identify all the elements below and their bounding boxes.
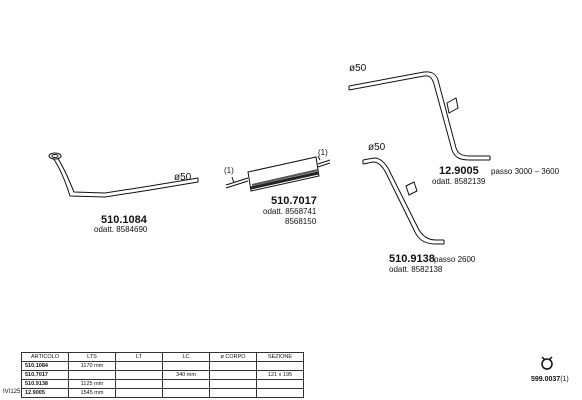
table-row: 12.9005 1545 mm — [21, 388, 304, 398]
muffler-marker-right: (1) — [318, 148, 328, 157]
part-code-510-7017: 510.7017 — [271, 195, 317, 207]
cell-lt — [115, 361, 163, 371]
col-header-sezione: SEZIONE — [256, 352, 304, 362]
cell-corpo — [209, 388, 257, 398]
cell-lc: 340 mm — [162, 370, 210, 380]
pipe-510-1084-diameter: ø50 — [174, 172, 192, 183]
pipe-12-9005-diameter: ø50 — [349, 63, 367, 74]
cell-corpo — [209, 361, 257, 371]
model-label: IVI125 — [3, 389, 21, 395]
cell-lc — [162, 379, 210, 389]
cell-lts — [68, 370, 116, 380]
col-header-lts: LTS — [68, 352, 116, 362]
clamp-599-0037-drawing — [541, 356, 553, 370]
cell-lts: 1545 mm — [68, 388, 116, 398]
table-row: 510.1084 1170 mm — [21, 361, 304, 371]
part-oe-510-7017-line2: 8568150 — [285, 217, 317, 226]
cell-sezione: 121 x 195 — [256, 370, 304, 380]
cell-sezione — [256, 388, 304, 398]
pipe-510-1084-drawing — [48, 152, 199, 198]
cell-lt — [115, 379, 163, 389]
col-header-lt: LT — [115, 352, 163, 362]
cell-sezione — [256, 361, 304, 371]
pipe-510-9138-drawing — [362, 157, 445, 245]
muffler-marker-left: (1) — [224, 166, 234, 175]
clamp-code: 599.0037(1) — [531, 376, 569, 383]
cell-lts: 1170 mm — [68, 361, 116, 371]
table-row: 510.7017 340 mm 121 x 195 — [21, 370, 304, 380]
muffler-510-7017-drawing — [225, 155, 331, 192]
cell-sezione — [256, 379, 304, 389]
spec-table-header-row: ARTICOLO LTS LT LC ø CORPO SEZIONE — [21, 352, 304, 362]
part-oe-510-1084: odatt. 8584690 — [94, 225, 148, 234]
col-header-lc: LC — [162, 352, 210, 362]
col-header-articolo: ARTICOLO — [21, 352, 69, 362]
cell-lt — [115, 370, 163, 380]
pipe-510-9138-diameter: ø50 — [368, 142, 386, 153]
cell-articolo: 510.7017 — [21, 370, 69, 380]
cell-corpo — [209, 370, 257, 380]
part-extra-12-9005: passo 3000 – 3600 — [491, 167, 560, 176]
cell-lc — [162, 388, 210, 398]
part-code-510-9138: 510.9138 — [389, 253, 435, 265]
spec-table: ARTICOLO LTS LT LC ø CORPO SEZIONE 510.1… — [21, 352, 304, 398]
cell-lts: 1125 mm — [68, 379, 116, 389]
clamp-code-suffix: (1) — [560, 376, 569, 383]
part-oe-510-9138: odatt. 8582138 — [389, 265, 443, 274]
part-oe-12-9005: odatt. 8582139 — [432, 177, 486, 186]
cell-lt — [115, 388, 163, 398]
cell-articolo: 510.9138 — [21, 379, 69, 389]
table-row: 510.9138 1125 mm — [21, 379, 304, 389]
clamp-code-number: 599.0037 — [531, 376, 561, 383]
part-code-12-9005: 12.9005 — [439, 165, 479, 177]
part-oe-510-7017-line1: odatt. 8568741 — [263, 207, 317, 216]
col-header-corpo: ø CORPO — [209, 352, 257, 362]
part-code-510-1084: 510.1084 — [101, 214, 147, 226]
cell-articolo: 12.9005 — [21, 388, 69, 398]
part-extra-510-9138: passo 2600 — [434, 255, 476, 264]
pipe-12-9005-drawing — [348, 71, 491, 161]
cell-corpo — [209, 379, 257, 389]
cell-articolo: 510.1084 — [21, 361, 69, 371]
cell-lc — [162, 361, 210, 371]
